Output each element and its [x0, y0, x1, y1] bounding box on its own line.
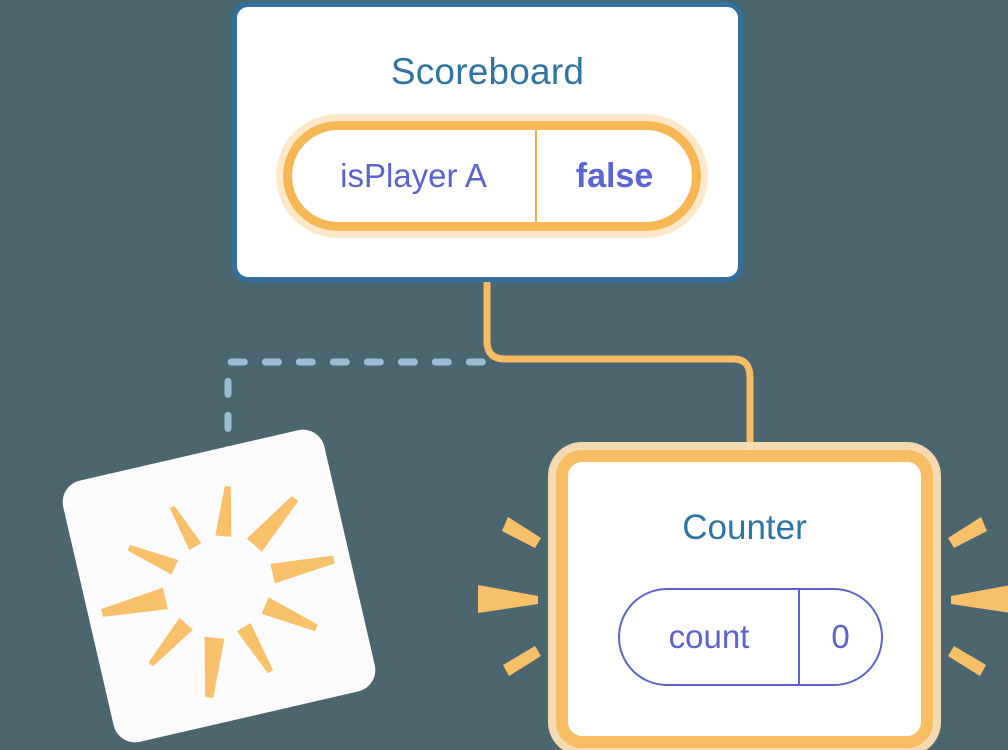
counter-state-value: 0 [831, 618, 850, 655]
scoreboard-pill-divider [535, 130, 537, 222]
connector-scoreboard-to-counter [483, 282, 754, 462]
scoreboard-state-key: isPlayer A [340, 157, 487, 194]
counter-ray-right-top [948, 517, 987, 548]
counter-pill-divider [798, 590, 800, 684]
counter-state-pill[interactable]: count 0 [618, 588, 883, 686]
counter-ray-left-bottom [503, 646, 541, 676]
counter-card[interactable]: Counter count 0 [556, 450, 933, 748]
scoreboard-state-value: false [575, 156, 654, 195]
counter-ray-left-middle [478, 585, 538, 613]
scoreboard-card[interactable]: Scoreboard isPlayer A false [232, 2, 743, 282]
scoreboard-state-pill[interactable]: isPlayer A false [283, 121, 701, 231]
counter-ray-right-middle [951, 585, 1008, 613]
counter-ray-left-top [502, 517, 541, 548]
counter-ray-right-bottom [948, 646, 986, 676]
counter-state-key: count [668, 618, 750, 655]
scoreboard-title: Scoreboard [390, 51, 585, 92]
burst-card[interactable] [58, 425, 380, 747]
counter-title: Counter [682, 508, 807, 547]
burst-rays-icon [101, 486, 335, 698]
